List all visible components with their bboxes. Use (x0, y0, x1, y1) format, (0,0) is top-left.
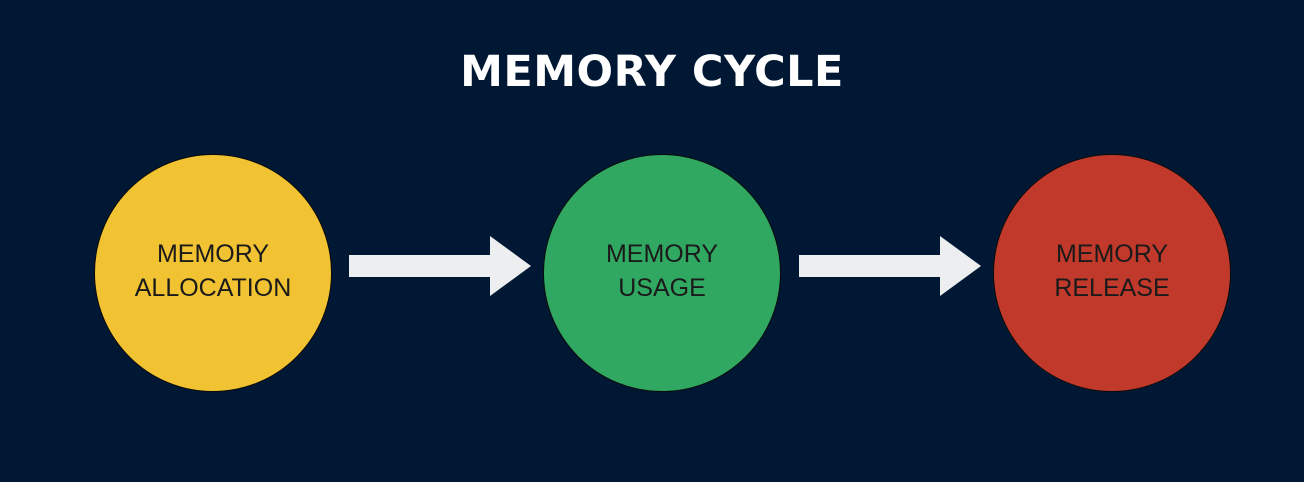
arrow-shape (799, 236, 981, 296)
arrow-usage-to-release (799, 236, 981, 296)
memory-usage-label: MEMORY USAGE (605, 240, 719, 302)
arrow-allocation-to-usage (349, 236, 531, 296)
memory-allocation-node: MEMORY ALLOCATION (94, 154, 332, 392)
memory-release-node: MEMORY RELEASE (993, 154, 1231, 392)
arrow-shape (349, 236, 531, 296)
memory-usage-node: MEMORY USAGE (543, 154, 781, 392)
diagram-title: MEMORY CYCLE (460, 47, 844, 97)
memory-release-label: MEMORY RELEASE (1054, 240, 1170, 302)
memory-allocation-label: MEMORY ALLOCATION (134, 240, 292, 302)
